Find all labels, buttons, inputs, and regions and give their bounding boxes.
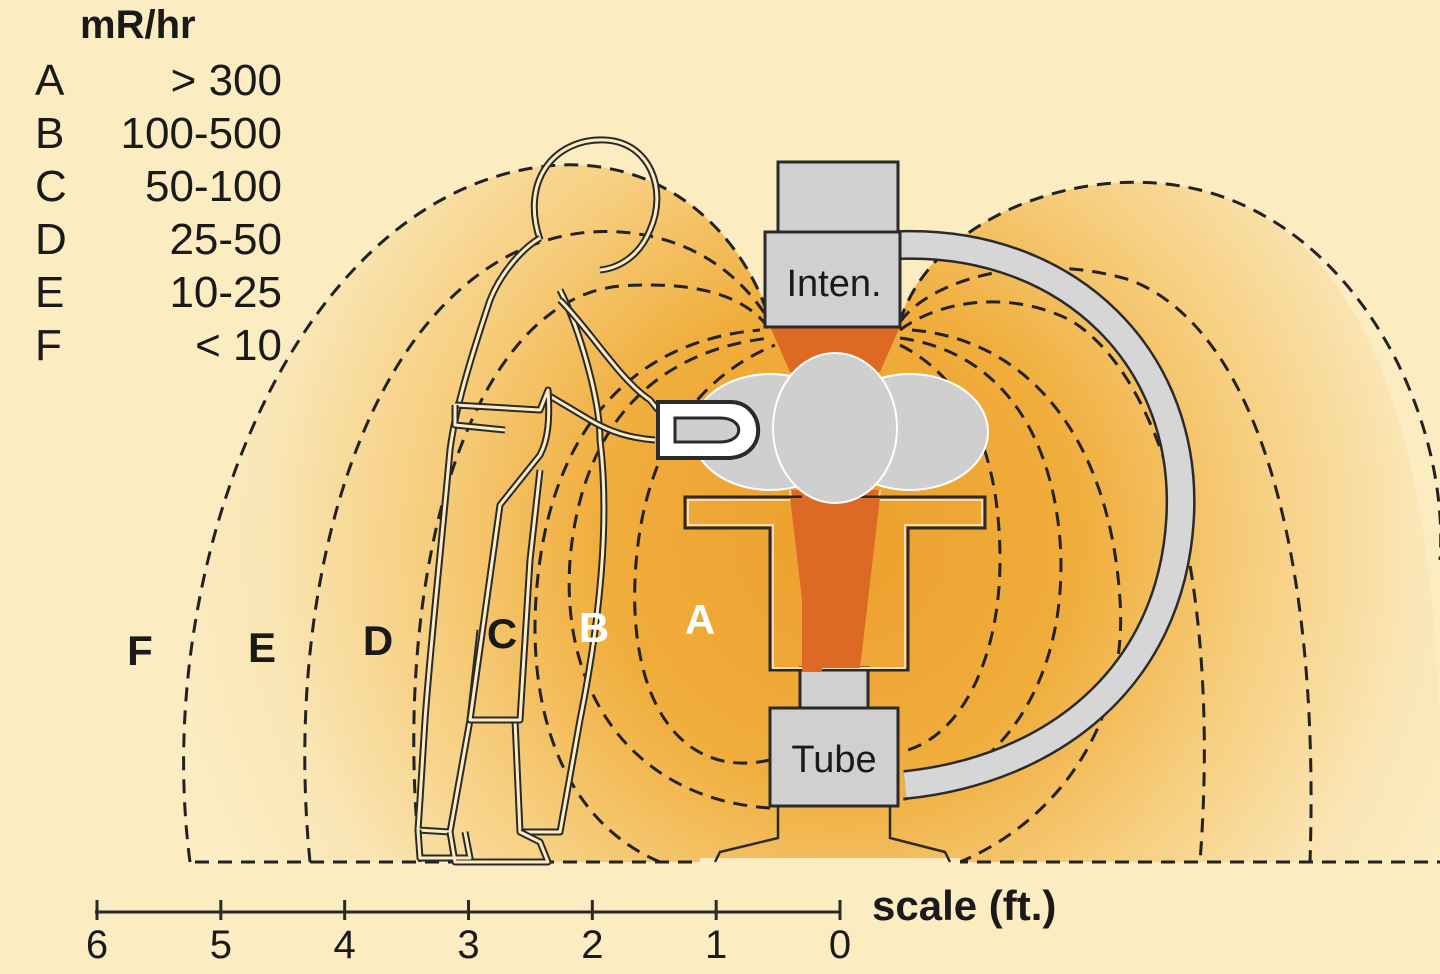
legend-title: mR/hr [80,3,196,47]
zone-label-c: C [487,610,517,657]
contour-e-right [898,266,1313,863]
scale-title: scale (ft.) [872,882,1056,929]
legend-range: > 300 [171,56,282,105]
tube-stand-left [713,806,780,863]
intensifier-top [776,160,900,236]
contour-a-left [633,343,776,765]
scale-tick-label: 0 [829,923,851,967]
contour-f-right [898,180,1440,560]
collimator [798,666,870,712]
legend-letter: F [35,321,62,370]
beam-upper [768,322,902,372]
patient-center [772,352,898,504]
legend-range: 100-500 [121,109,282,158]
legend-range: 25-50 [169,215,282,264]
legend-range: 50-100 [145,162,282,211]
zone-label-a: A [685,596,715,643]
contour-c-left [533,328,761,864]
operator-glove [673,416,741,444]
tube-label: Tube [791,739,876,781]
tube-stand-right [888,806,952,863]
legend-range: 10-25 [169,268,282,317]
tube-box [768,706,900,808]
operator-figure [414,136,661,866]
table-outline [683,495,987,672]
intensifier-box [763,230,902,329]
legend-letter: A [35,56,65,105]
legend-letter: D [35,215,67,264]
intensifier-label: Inten. [786,263,881,305]
legend-range: < 10 [195,321,282,370]
contour-b-left [567,336,771,810]
scale-tick-label: 6 [86,923,108,967]
zone-label-b: B [579,604,609,651]
floor-gap [700,858,960,864]
contour-d-right [899,300,1206,863]
zone-label-d: D [363,617,393,664]
contour-b-right [899,336,1063,802]
contour-d-left [412,283,772,863]
scale-tick-label: 3 [457,923,479,967]
scale-ticks: 6 5 4 3 2 1 0 [86,900,851,967]
contour-c-right [911,328,1123,864]
table-inner [687,499,983,669]
scale-tick-label: 1 [705,923,727,967]
legend-letter: C [35,162,67,211]
legend-letter: B [35,109,64,158]
legend-letter: E [35,268,64,317]
zone-label-f: F [127,627,153,674]
contour-f-left [182,163,772,863]
scale-tick-label: 2 [581,923,603,967]
scale-tick-label: 5 [210,923,232,967]
scale-tick-label: 4 [334,923,356,967]
beam-mid [790,498,880,668]
c-arm [899,232,1194,798]
zone-label-e: E [248,624,276,671]
